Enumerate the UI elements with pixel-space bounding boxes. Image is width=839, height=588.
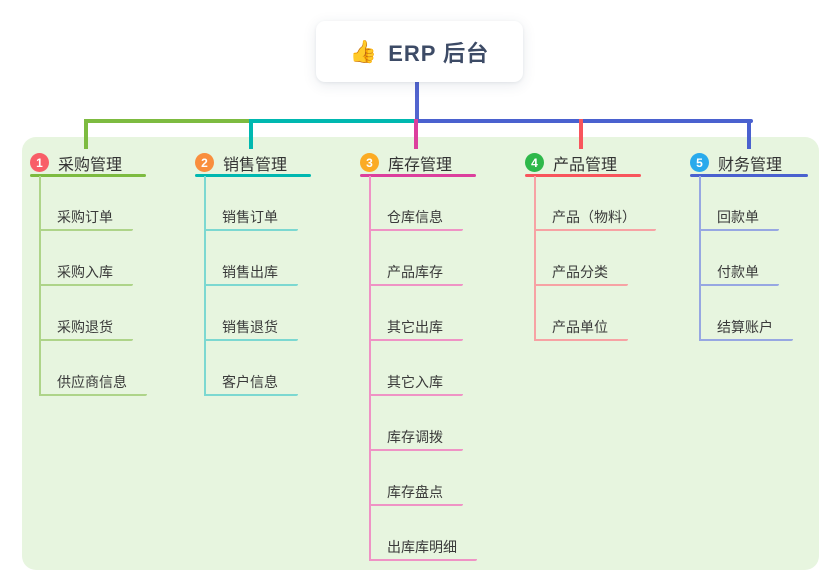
- sub-node[interactable]: 销售退货: [204, 317, 298, 341]
- sub-node[interactable]: 采购入库: [39, 262, 133, 286]
- branch-node-4[interactable]: 4 产品管理: [525, 150, 641, 178]
- branch-underline-2: [195, 174, 311, 177]
- bus-line-segment-3: [415, 119, 753, 123]
- sub-node[interactable]: 产品（物料）: [534, 207, 656, 231]
- branch-number-badge: 3: [360, 153, 379, 172]
- sub-node[interactable]: 产品单位: [534, 317, 628, 341]
- sub-node[interactable]: 付款单: [699, 262, 779, 286]
- subtree-line-4: [534, 176, 536, 341]
- subtree-line-1: [39, 176, 41, 396]
- sub-node[interactable]: 客户信息: [204, 372, 298, 396]
- subtree-line-5: [699, 176, 701, 341]
- branch-drop-line-2: [249, 119, 253, 149]
- branch-number-badge: 5: [690, 153, 709, 172]
- sub-node[interactable]: 产品分类: [534, 262, 628, 286]
- sub-node[interactable]: 库存盘点: [369, 482, 463, 506]
- sub-node[interactable]: 销售出库: [204, 262, 298, 286]
- sub-node[interactable]: 销售订单: [204, 207, 298, 231]
- sub-node[interactable]: 仓库信息: [369, 207, 463, 231]
- sub-node[interactable]: 产品库存: [369, 262, 463, 286]
- sub-node[interactable]: 其它出库: [369, 317, 463, 341]
- sub-node[interactable]: 回款单: [699, 207, 779, 231]
- branch-underline-1: [30, 174, 146, 177]
- branch-underline-5: [690, 174, 808, 177]
- sub-node[interactable]: 出库库明细: [369, 537, 477, 561]
- subtree-line-3: [369, 176, 371, 561]
- branch-number-badge: 4: [525, 153, 544, 172]
- branch-underline-3: [360, 174, 476, 177]
- branch-node-3[interactable]: 3 库存管理: [360, 150, 476, 178]
- branch-drop-line-1: [84, 119, 88, 149]
- branch-node-5[interactable]: 5 财务管理: [690, 150, 808, 178]
- mindmap-panel-background: [22, 137, 819, 570]
- root-node-erp[interactable]: 👍 ERP 后台: [316, 21, 523, 82]
- sub-node[interactable]: 其它入库: [369, 372, 463, 396]
- branch-number-badge: 1: [30, 153, 49, 172]
- bus-line-segment-2: [251, 119, 419, 123]
- branch-title: 销售管理: [223, 156, 288, 174]
- sub-node[interactable]: 结算账户: [699, 317, 793, 341]
- branch-title: 产品管理: [553, 156, 618, 174]
- sub-node[interactable]: 库存调拨: [369, 427, 463, 451]
- sub-node[interactable]: 采购订单: [39, 207, 133, 231]
- branch-underline-4: [525, 174, 641, 177]
- branch-title: 财务管理: [718, 156, 783, 174]
- root-connector-line: [415, 82, 419, 121]
- root-node-title: ERP 后台: [388, 40, 490, 66]
- sub-node[interactable]: 采购退货: [39, 317, 133, 341]
- branch-title: 库存管理: [388, 156, 453, 174]
- branch-node-2[interactable]: 2 销售管理: [195, 150, 311, 178]
- branch-drop-line-3: [414, 119, 418, 149]
- bus-line-segment-1: [86, 119, 253, 123]
- branch-node-1[interactable]: 1 采购管理: [30, 150, 146, 178]
- branch-drop-line-5: [747, 119, 751, 149]
- subtree-line-2: [204, 176, 206, 396]
- branch-number-badge: 2: [195, 153, 214, 172]
- thumbs-up-icon: 👍: [349, 38, 379, 64]
- branch-title: 采购管理: [58, 156, 123, 174]
- sub-node[interactable]: 供应商信息: [39, 372, 147, 396]
- branch-drop-line-4: [579, 119, 583, 149]
